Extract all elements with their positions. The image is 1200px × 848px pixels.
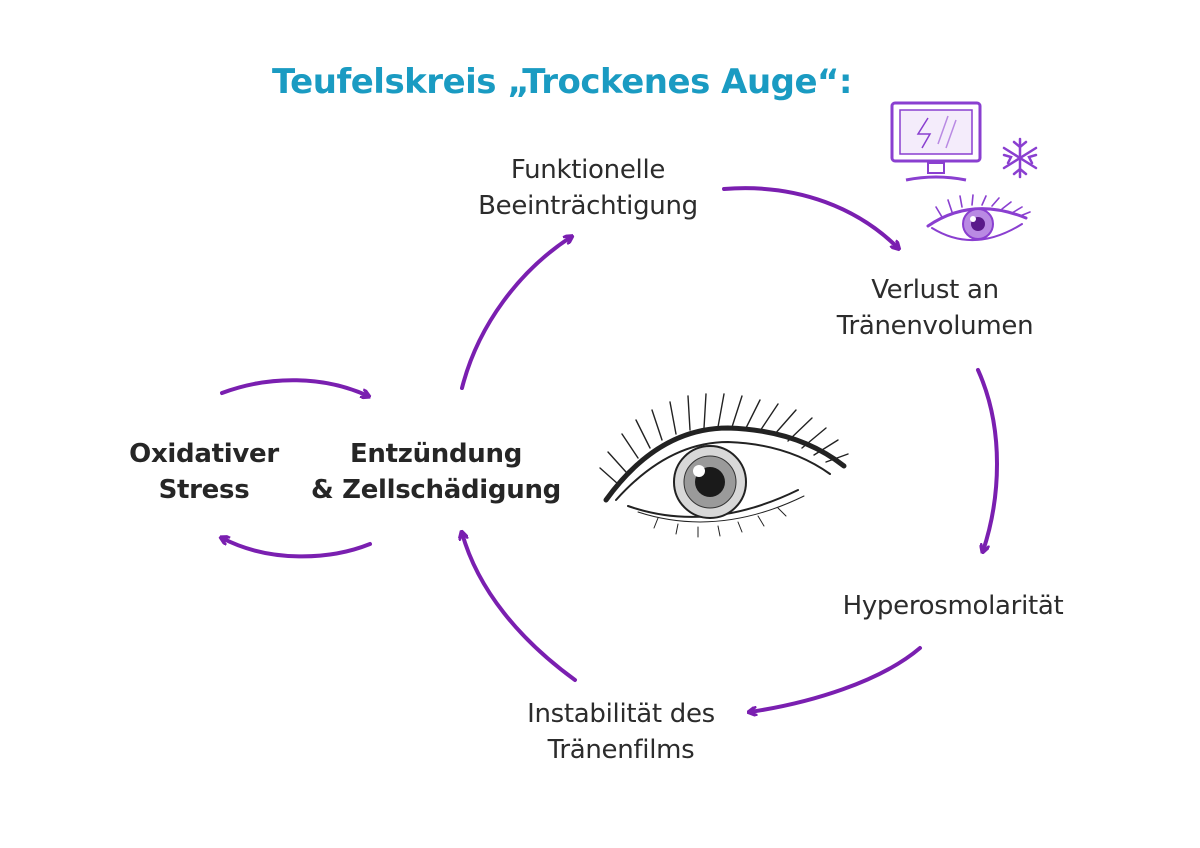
- node-entzuendung-zellschaedigung: Entzündung & Zellschädigung: [300, 436, 572, 508]
- node-verlust-an-traenenvolumen: Verlust an Tränenvolumen: [810, 272, 1060, 344]
- arrow-oxidativer-to-entzuendung: [220, 378, 368, 396]
- arrow-funktionelle-to-verlust: [722, 186, 898, 248]
- node-label-line1: Entzündung: [349, 439, 523, 469]
- node-hyperosmolaritaet: Hyperosmolarität: [818, 588, 1088, 624]
- eye-icon: [926, 194, 1031, 242]
- arrow-hyperosmolaritaet-to-instabilitaet: [750, 646, 922, 712]
- arrow-entzuendung-to-oxidativer: [222, 538, 372, 559]
- node-label-line1: Funktionelle: [510, 155, 666, 185]
- monitor-icon: [890, 101, 982, 182]
- node-label-line2: Beeinträchtigung: [478, 191, 698, 221]
- snowflake-icon: [1002, 137, 1038, 179]
- arrow-instabilitaet-to-entzuendung: [462, 533, 577, 682]
- node-label-line2: Stress: [158, 475, 250, 505]
- node-instabilitaet-des-traenenfilms: Instabilität des Tränenfilms: [500, 696, 742, 768]
- node-oxidativer-stress: Oxidativer Stress: [118, 436, 290, 508]
- eye-illustration: [599, 393, 849, 538]
- node-label-line1: Instabilität des: [527, 699, 715, 729]
- arrow-verlust-to-hyperosmolaritaet: [976, 368, 999, 551]
- diagram-title: Teufelskreis „Trockenes Auge“:: [272, 62, 853, 102]
- node-funktionelle-beeintraechtigung: Funktionelle Beeinträchtigung: [458, 152, 718, 224]
- node-label-line2: & Zellschädigung: [311, 475, 561, 505]
- node-label-line2: Tränenvolumen: [836, 311, 1034, 341]
- node-label-line2: Tränenfilms: [547, 735, 695, 765]
- node-label-line1: Oxidativer: [129, 439, 279, 469]
- arrow-entzuendung-to-funktionelle: [460, 237, 571, 390]
- node-label-line1: Verlust an: [871, 275, 999, 305]
- node-label-line1: Hyperosmolarität: [842, 591, 1064, 621]
